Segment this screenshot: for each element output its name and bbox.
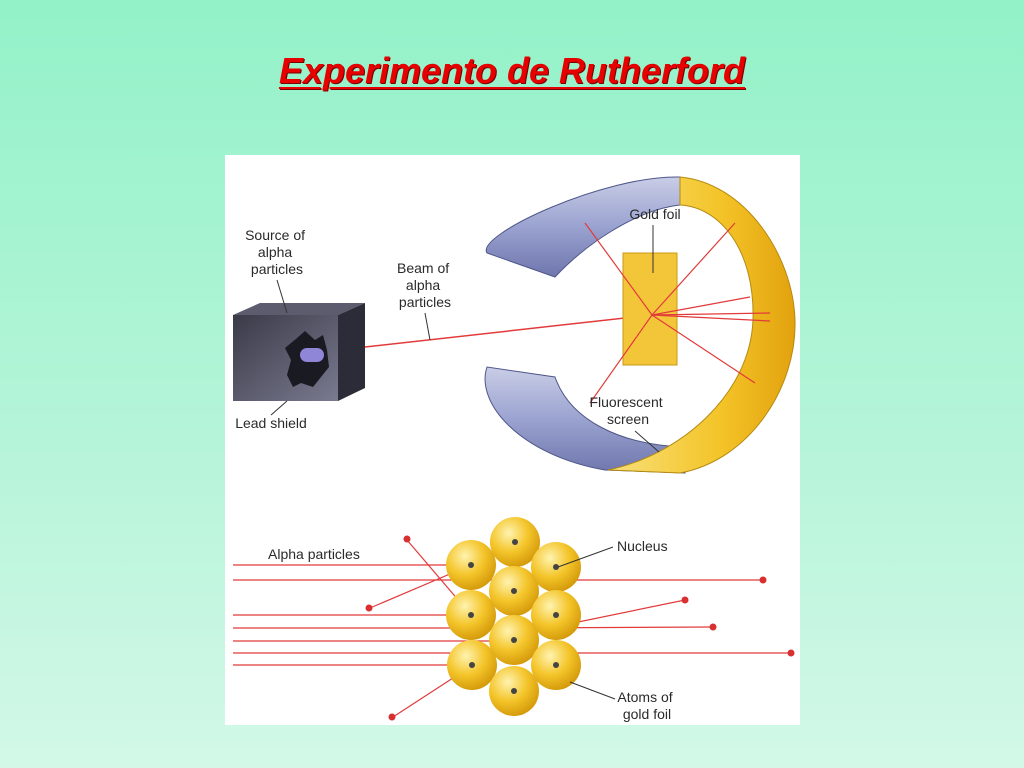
lead-shield-leader (270, 400, 288, 416)
alpha-beam (364, 314, 653, 348)
lead-shield (233, 303, 365, 401)
nucleus-label: Nucleus (617, 538, 668, 554)
slide-title: Experimento de Rutherford (278, 50, 746, 91)
atoms-label: Atoms of gold foil (617, 689, 676, 722)
atoms-leader (569, 681, 616, 700)
gold-atoms (446, 517, 581, 716)
fluorescent-screen (484, 176, 796, 474)
beam-leader (424, 312, 431, 341)
scattered-rays (584, 222, 771, 404)
particle-dots (365, 535, 795, 721)
screen-label: Fluorescent screen (589, 394, 666, 427)
gold-foil (622, 252, 678, 366)
gold-foil-label: Gold foil (629, 206, 680, 222)
lead-shield-label: Lead shield (235, 415, 307, 431)
nucleus-leader (557, 546, 614, 568)
alpha-particles-label: Alpha particles (268, 546, 360, 562)
rutherford-diagram: Source of alpha particles Beam of alpha … (233, 176, 796, 722)
source-label: Source of alpha particles (245, 227, 309, 277)
source-leader (276, 279, 288, 314)
screen-leader (634, 430, 660, 453)
figure-panel: Source of alpha particles Beam of alpha … (225, 155, 800, 725)
beam-label: Beam of alpha particles (397, 260, 453, 310)
nuclei (468, 539, 559, 694)
